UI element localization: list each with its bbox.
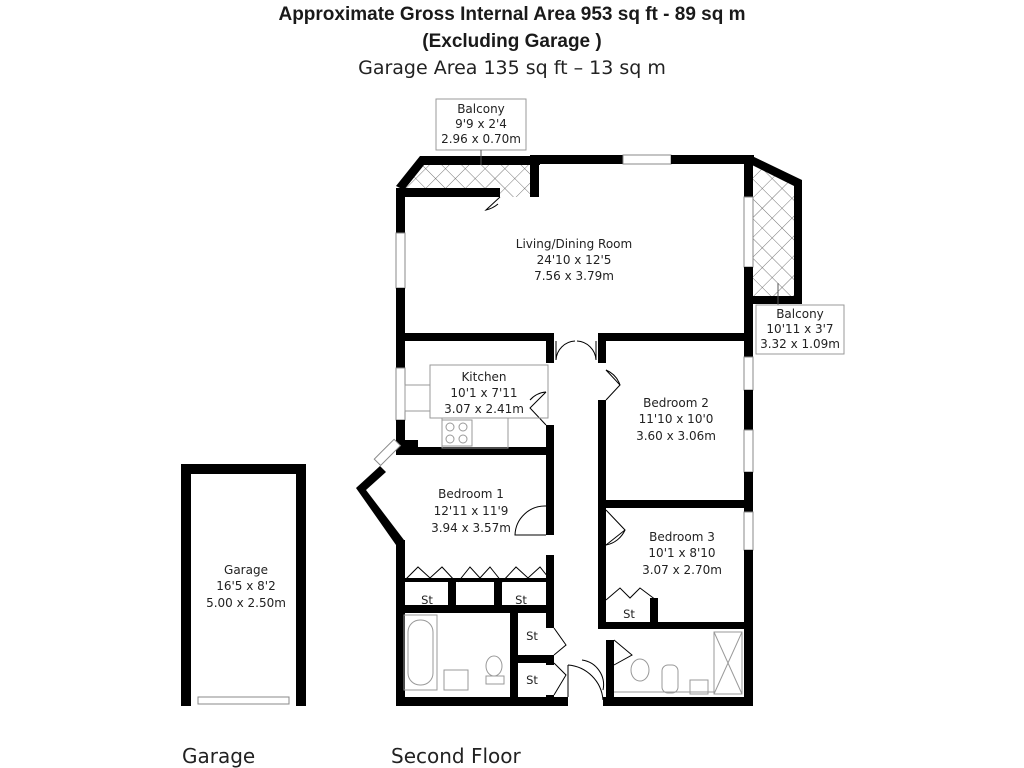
shower-icon [713,631,743,695]
svg-text:5.00 x 2.50m: 5.00 x 2.50m [206,596,286,610]
svg-text:9'9 x 2'4: 9'9 x 2'4 [455,117,507,131]
basin-icon-2 [689,679,709,695]
svg-text:Balcony: Balcony [776,307,824,321]
svg-text:3.07 x 2.41m: 3.07 x 2.41m [444,402,524,416]
room-bedroom1: Bedroom 1 12'11 x 11'9 3.94 x 3.57m [431,487,511,535]
svg-text:Bedroom 3: Bedroom 3 [649,530,715,544]
room-kitchen: Kitchen 10'1 x 7'11 3.07 x 2.41m [444,370,524,416]
store-4: St [526,673,538,687]
svg-text:Kitchen: Kitchen [461,370,506,384]
toilet-icon [485,655,503,677]
bidet-icon [661,664,679,694]
garage-door [197,696,290,705]
storage-labels: St St St St St [421,593,635,687]
kitchen-fittings [404,364,549,449]
store-1: St [421,593,433,607]
balcony-top [396,156,540,197]
store-2: St [515,593,527,607]
svg-text:2.96 x 0.70m: 2.96 x 0.70m [441,132,521,146]
basin-icon [443,669,469,691]
doors [484,196,633,701]
svg-text:3.94 x 3.57m: 3.94 x 3.57m [431,521,511,535]
garage-floor-label: Garage [182,744,256,768]
room-bedroom3: Bedroom 3 10'1 x 8'10 3.07 x 2.70m [642,530,722,577]
toilet-icon-2 [630,658,650,682]
svg-text:10'11 x 3'7: 10'11 x 3'7 [766,322,833,336]
room-living: Living/Dining Room 24'10 x 12'5 7.56 x 3… [516,237,632,283]
room-garage: Garage 16'5 x 8'2 5.00 x 2.50m [206,563,286,610]
hob-icon [441,419,473,447]
area-title: Approximate Gross Internal Area 953 sq f… [278,4,746,25]
svg-text:16'5 x 8'2: 16'5 x 8'2 [216,579,276,593]
main-floor-label: Second Floor [391,744,521,768]
walls [356,154,754,706]
svg-text:Balcony: Balcony [457,102,505,116]
svg-text:Bedroom 2: Bedroom 2 [643,396,709,410]
balcony-right [748,155,802,304]
garage-area-text: Garage Area 135 sq ft – 13 sq m [358,57,666,79]
svg-text:3.07 x 2.70m: 3.07 x 2.70m [642,563,722,577]
svg-text:3.60 x 3.06m: 3.60 x 3.06m [636,429,716,443]
svg-text:11'10 x 10'0: 11'10 x 10'0 [639,412,714,426]
svg-text:10'1 x 8'10: 10'1 x 8'10 [648,546,715,560]
store-3: St [526,629,538,643]
svg-text:7.56 x 3.79m: 7.56 x 3.79m [534,269,614,283]
svg-text:Garage: Garage [224,563,268,577]
balcony-right-label: Balcony 10'11 x 3'7 3.32 x 1.09m [755,283,845,355]
area-subtitle: (Excluding Garage ) [422,31,602,52]
svg-text:Bedroom 1: Bedroom 1 [438,487,504,501]
bath-icon [403,614,438,691]
balcony-top-label: Balcony 9'9 x 2'4 2.96 x 0.70m [435,98,527,165]
garage-plan [181,464,306,706]
svg-text:3.32 x 1.09m: 3.32 x 1.09m [760,337,840,351]
sink-icon [404,384,431,412]
svg-text:12'11 x 11'9: 12'11 x 11'9 [434,504,509,518]
svg-text:24'10 x 12'5: 24'10 x 12'5 [537,253,612,267]
room-bedroom2: Bedroom 2 11'10 x 10'0 3.60 x 3.06m [636,396,716,443]
bathroom-fittings [403,614,743,695]
wardrobe-doors [402,566,657,601]
svg-text:Living/Dining Room: Living/Dining Room [516,237,632,251]
store-5: St [623,607,635,621]
svg-text:10'1 x 7'11: 10'1 x 7'11 [450,386,517,400]
